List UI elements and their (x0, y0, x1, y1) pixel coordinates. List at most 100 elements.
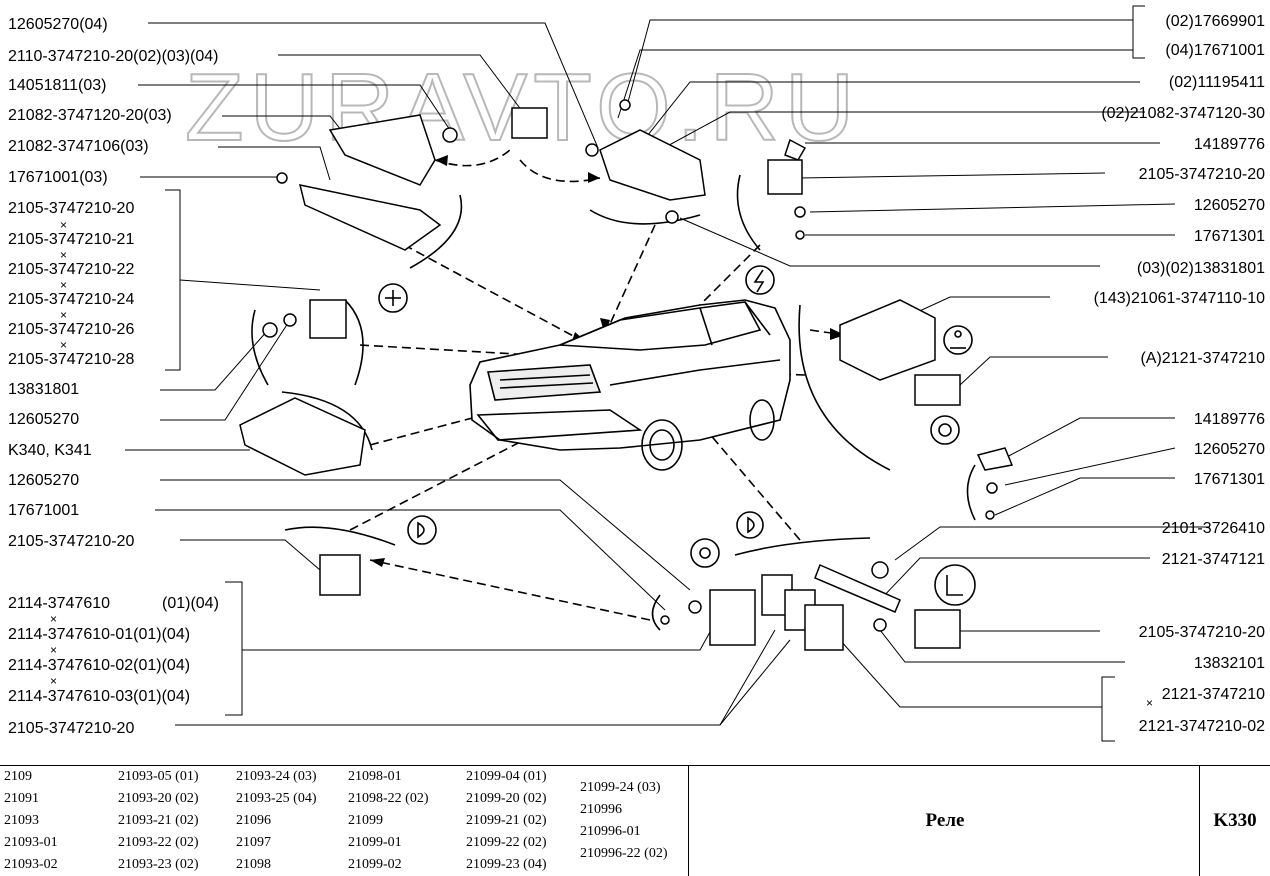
left-labels: 12605270(04) 2110-3747210-20(02)(03)(04)… (8, 16, 219, 737)
relay-part (914, 609, 961, 649)
left-label: 12605270 (8, 472, 79, 489)
function-symbols (378, 265, 976, 606)
model-code: 21093-20 (02) (118, 791, 199, 806)
right-label: 2101-3726410 (1162, 520, 1265, 537)
left-label: 2114-3747610-02(01)(04) (8, 657, 190, 674)
model-code: 21098-22 (02) (348, 791, 429, 806)
left-label: 2105-3747210-26 (8, 321, 134, 338)
nut-part (442, 127, 458, 143)
model-code: 21099-21 (02) (466, 813, 547, 828)
screw-part (985, 510, 995, 520)
clip-part (784, 138, 807, 161)
ignition-spark-icon (745, 265, 775, 295)
model-code: 21093-23 (02) (118, 857, 199, 872)
right-label: 13832101 (1194, 655, 1265, 672)
model-code: 21098 (236, 857, 271, 872)
model-code: 21093-01 (4, 835, 58, 850)
right-label: (02)17669901 (1165, 13, 1265, 30)
screw-part (276, 172, 288, 184)
heated-seat-icon (934, 564, 976, 606)
table-divider (688, 766, 689, 876)
fuse-box-cover-part (298, 184, 442, 251)
left-label: 2105-3747210-21 (8, 231, 134, 248)
right-label: 2105-3747210-20 (1139, 166, 1265, 183)
relay-part (767, 159, 803, 195)
bracket-part (328, 114, 436, 186)
model-column: 21098-01 21098-22 (02) 21099 21099-01 21… (348, 766, 429, 876)
model-code: 21099-24 (03) (580, 780, 661, 795)
buzzer-part (871, 561, 889, 579)
washer-part (688, 600, 702, 614)
left-label-suffix: (01)(04) (162, 595, 219, 612)
relay-part (319, 554, 361, 596)
washer-part (986, 482, 998, 494)
model-code: 21099-23 (04) (466, 857, 547, 872)
left-label: 2105-3747210-24 (8, 291, 134, 308)
bracket-part (814, 563, 901, 613)
model-column: 21099-24 (03) 210996 210996-01 210996-22… (580, 777, 668, 865)
left-label: 12605270 (8, 411, 79, 428)
fan-icon (378, 283, 408, 313)
model-code: 21098-01 (348, 769, 402, 784)
right-label: (143)21061-3747110-10 (1094, 290, 1266, 307)
right-label: 17671301 (1194, 471, 1265, 488)
model-code: 21099 (348, 813, 383, 828)
right-label: (04)17671001 (1165, 42, 1265, 59)
screw-part (795, 230, 805, 240)
model-column: 21099-04 (01) 21099-20 (02) 21099-21 (02… (466, 766, 547, 876)
model-code: 210996-22 (02) (580, 846, 668, 861)
model-code: 21093-24 (03) (236, 769, 317, 784)
model-column: 2109 21091 21093 21093-01 21093-02 (4, 766, 58, 876)
right-label: 2121-3747121 (1162, 551, 1265, 568)
model-column: 21093-05 (01) 21093-20 (02) 21093-21 (02… (118, 766, 199, 876)
table-divider (1199, 766, 1200, 876)
seat-belt-icon (943, 325, 973, 355)
model-applicability-table: 2109 21091 21093 21093-01 21093-02 21093… (0, 765, 1270, 876)
left-label: 2114-3747610-03(01)(04) (8, 688, 190, 705)
interchange-marks: ××× ×× ××× × (50, 218, 1153, 710)
leader-lines-right (617, 19, 1210, 708)
right-labels: (02)17669901 (04)17671001 (02)11195411 (… (1094, 13, 1266, 735)
left-label: 2110-3747210-20(02)(03)(04) (8, 48, 219, 65)
left-label: 2105-3747210-20 (8, 200, 134, 217)
left-label: 14051811(03) (8, 77, 106, 94)
screw-part (619, 99, 631, 111)
relay-exploded-diagram: ZURAVTO.RU 12605270(04) 2110-3747210-20(… (8, 5, 1266, 742)
svg-text:×: × (50, 643, 57, 657)
model-code: 21093 (4, 813, 39, 828)
left-label: 12605270(04) (8, 16, 108, 33)
model-code: 21093-02 (4, 857, 58, 872)
washer-part (585, 143, 599, 157)
svg-text:×: × (60, 278, 67, 292)
rear-fog-light-icon (690, 538, 720, 568)
model-code: 21091 (4, 791, 39, 806)
model-code: 210996-01 (580, 824, 641, 839)
left-label: 2105-3747210-20 (8, 720, 134, 737)
right-label: (02)11195411 (1169, 74, 1265, 91)
model-code: 21099-20 (02) (466, 791, 547, 806)
relay-part (914, 374, 961, 406)
fog-light-icon (407, 515, 437, 545)
svg-text:×: × (1146, 696, 1153, 710)
headlight-icon (736, 511, 764, 539)
relay-part (309, 299, 347, 339)
right-label: 12605270 (1194, 197, 1265, 214)
left-label: 13831801 (8, 381, 79, 398)
right-label: 17671301 (1194, 228, 1265, 245)
section-title: Реле (925, 810, 965, 831)
left-label: K340, K341 (8, 442, 92, 459)
right-label: 2121-3747210 (1162, 686, 1265, 703)
model-code: 21093-25 (04) (236, 791, 317, 806)
model-code: 21099-02 (348, 857, 402, 872)
svg-text:×: × (50, 612, 57, 626)
right-label: (02)21082-3747120-30 (1101, 105, 1265, 122)
model-column: 21093-24 (03) 21093-25 (04) 21096 21097 … (236, 766, 317, 876)
model-code: 2109 (4, 769, 32, 784)
left-label: 2105-3747210-28 (8, 351, 134, 368)
right-label: 14189776 (1194, 136, 1265, 153)
left-label: 17671001 (8, 502, 79, 519)
leader-lines-left (125, 22, 791, 726)
model-code: 21099-01 (348, 835, 402, 850)
relay-part (804, 604, 844, 651)
model-code: 21093-21 (02) (118, 813, 199, 828)
